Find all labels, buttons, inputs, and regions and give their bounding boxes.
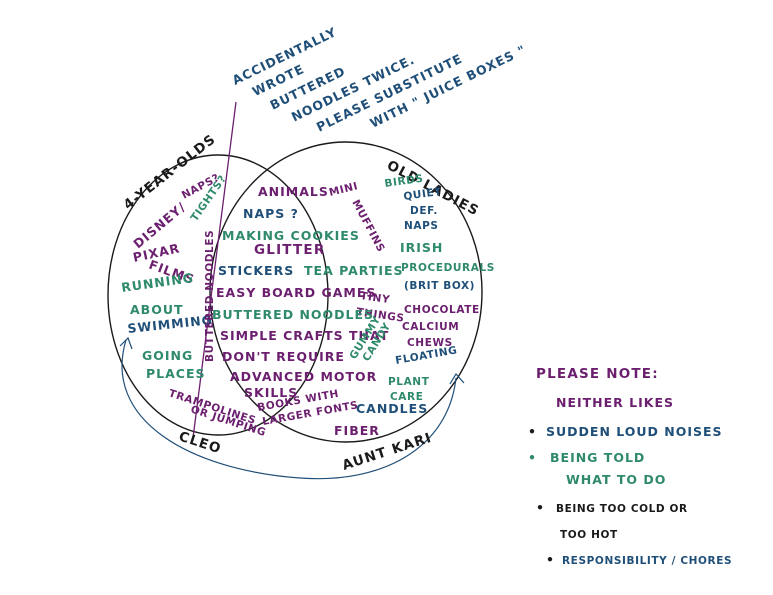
swap-arrow-head-left — [119, 336, 133, 350]
both-item: NAPS ? — [243, 206, 299, 221]
note-panel: PLEASE NOTE: NEITHER LIKES • SUDDEN LOUD… — [528, 366, 732, 567]
right-item: QUIET — [403, 186, 443, 203]
both-item: ADVANCED MOTOR — [230, 369, 377, 384]
both-item: EASY BOARD GAMES — [216, 285, 376, 300]
note-subtitle: NEITHER LIKES — [556, 395, 674, 410]
left-item: ABOUT — [130, 302, 184, 317]
right-item: PROCEDURALS — [401, 262, 495, 274]
note-title: PLEASE NOTE: — [536, 366, 659, 382]
both-item: SKILLS — [244, 385, 298, 400]
both-item: TINY — [360, 290, 391, 306]
correction-pointer-line — [192, 101, 237, 439]
right-circle — [209, 141, 483, 443]
right-item: (BRIT BOX) — [404, 280, 475, 292]
right-item: DEF. — [410, 205, 438, 217]
correction-note: ACCIDENTALLY WROTE BUTTERED NOODLES TWIC… — [230, 24, 529, 134]
both-item: MUFFINS — [349, 198, 387, 255]
left-item: GOING — [142, 348, 193, 363]
note-bullet: • — [528, 424, 537, 439]
right-item: CARE — [390, 391, 424, 403]
swap-arrow-head-right — [449, 372, 465, 385]
both-item: MINI — [328, 180, 359, 199]
note-item-line: TOO HOT — [560, 529, 618, 541]
right-item: CHEWS — [407, 337, 453, 349]
swap-arrow — [121, 339, 457, 480]
right-item: CHOCOLATE — [404, 304, 480, 316]
both-item: BUTTERED NOODLES — [204, 230, 216, 362]
left-item: PLACES — [146, 366, 206, 381]
left-circle — [107, 154, 329, 436]
both-item: BUTTERED NOODLES — [212, 307, 374, 322]
both-item: STICKERS — [218, 263, 294, 278]
right-item: BIRDS — [384, 173, 425, 190]
right-item: IRISH — [400, 240, 443, 255]
both-item: ANIMALS — [258, 184, 329, 199]
both-item: SIMPLE CRAFTS THAT — [220, 328, 389, 343]
both-item: DON'T REQUIRE — [222, 349, 345, 364]
note-item-line: WHAT TO DO — [566, 472, 666, 487]
right-item: NAPS — [404, 220, 439, 232]
note-bullet: • — [536, 500, 545, 515]
both-item: TEA PARTIES — [304, 263, 404, 278]
both-item: MAKING COOKIES — [222, 228, 360, 243]
note-bullet: • — [546, 552, 555, 567]
note-item-line: BEING TOO COLD OR — [556, 503, 688, 515]
note-item-line: BEING TOLD — [550, 450, 645, 465]
right-item: CALCIUM — [402, 321, 459, 333]
right-item: FIBER — [334, 423, 380, 438]
note-bullet: • — [528, 450, 537, 465]
right-item: CANDLES — [356, 401, 428, 416]
right-item: PLANT — [388, 376, 430, 388]
note-item-line: RESPONSIBILITY / CHORES — [562, 555, 732, 567]
both-item: GLITTER — [254, 242, 325, 258]
note-item-line: SUDDEN LOUD NOISES — [546, 424, 723, 439]
